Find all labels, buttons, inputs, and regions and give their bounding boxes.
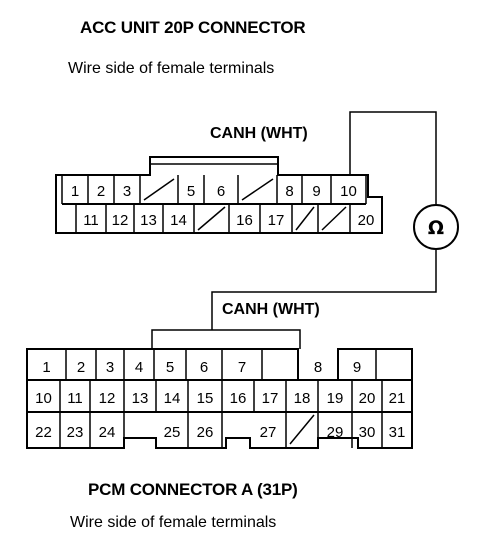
pcm-pin-label: 24 <box>99 424 116 441</box>
acc-wire-label: CANH (WHT) <box>210 125 308 142</box>
pcm-locking-tab <box>151 329 301 349</box>
pcm-pin-label: 9 <box>353 359 361 376</box>
pcm-pin-label: 16 <box>230 390 247 407</box>
ohmmeter: Ω <box>413 204 459 250</box>
acc-pin-label: 16 <box>236 212 253 229</box>
pcm-pin-label: 22 <box>35 424 52 441</box>
pcm-pin-label: 11 <box>67 390 83 407</box>
pcm-pin-label: 13 <box>132 390 149 407</box>
acc-empty-cell-slash <box>321 206 347 231</box>
acc-test-lead <box>349 111 437 204</box>
pcm-pin-label: 21 <box>389 390 406 407</box>
acc-pin-label: 11 <box>83 212 99 229</box>
pcm-connector-subtitle: Wire side of female terminals <box>70 514 277 531</box>
acc-pin-label: 17 <box>268 212 285 229</box>
pcm-pin-label: 17 <box>262 390 279 407</box>
acc-pin-label: 1 <box>71 183 79 200</box>
acc-pin-label: 5 <box>187 183 195 200</box>
acc-pin-label: 13 <box>140 212 157 229</box>
acc-pin-label: 10 <box>340 183 357 200</box>
pcm-pin-label: 3 <box>106 359 114 376</box>
pcm-pin-label: 29 <box>327 424 344 441</box>
acc-connector-subtitle: Wire side of female terminals <box>68 60 275 77</box>
pcm-pin-label: 27 <box>260 424 277 441</box>
pcm-pin-label: 18 <box>294 390 311 407</box>
pcm-pin-label: 15 <box>197 390 214 407</box>
pcm-pin-label: 12 <box>99 390 116 407</box>
pcm-pin-label: 20 <box>359 390 376 407</box>
acc-empty-cell-slash <box>241 178 274 201</box>
pcm-pin-label: 26 <box>197 424 214 441</box>
acc-pin-label: 9 <box>312 183 320 200</box>
acc-pin-label: 12 <box>112 212 129 229</box>
pcm-pin-label: 23 <box>67 424 84 441</box>
test-wires <box>211 111 437 330</box>
pcm-pin-label: 31 <box>389 424 406 441</box>
ohm-symbol-icon: Ω <box>428 217 444 239</box>
pcm-pin-label: 19 <box>327 390 344 407</box>
acc-empty-cell-slash <box>295 206 315 231</box>
pcm-pin-label: 6 <box>200 359 208 376</box>
pcm-empty-cell-slash <box>289 414 315 445</box>
acc-pin-label: 20 <box>358 212 375 229</box>
pcm-pin-label: 8 <box>314 359 322 376</box>
pcm-pin-label: 5 <box>166 359 174 376</box>
pcm-pin-label: 4 <box>135 359 143 376</box>
pcm-pin-label: 10 <box>35 390 52 407</box>
pcm-test-lead <box>211 250 437 330</box>
acc-pin-label: 3 <box>123 183 131 200</box>
acc-pin-label: 6 <box>217 183 225 200</box>
pcm-pin-label: 14 <box>164 390 181 407</box>
pcm-pin-label: 2 <box>77 359 85 376</box>
acc-pin-label: 8 <box>285 183 293 200</box>
acc-pin-label: 2 <box>97 183 105 200</box>
ohmmeter-circle <box>413 204 459 250</box>
pcm-wire-label: CANH (WHT) <box>222 301 320 318</box>
pcm-pin-label: 1 <box>42 359 50 376</box>
acc-empty-cell-slash <box>197 206 226 231</box>
pcm-connector-title: PCM CONNECTOR A (31P) <box>88 480 298 499</box>
pcm-pin-label: 30 <box>359 424 376 441</box>
acc-housing-outline <box>55 156 383 234</box>
acc-locking-tab <box>149 163 279 175</box>
acc-pin-label: 14 <box>170 212 187 229</box>
pcm-pin-label: 25 <box>164 424 181 441</box>
acc-empty-cell-slash <box>143 178 175 201</box>
pcm-pin-label: 7 <box>238 359 246 376</box>
acc-connector-title: ACC UNIT 20P CONNECTOR <box>80 18 306 37</box>
